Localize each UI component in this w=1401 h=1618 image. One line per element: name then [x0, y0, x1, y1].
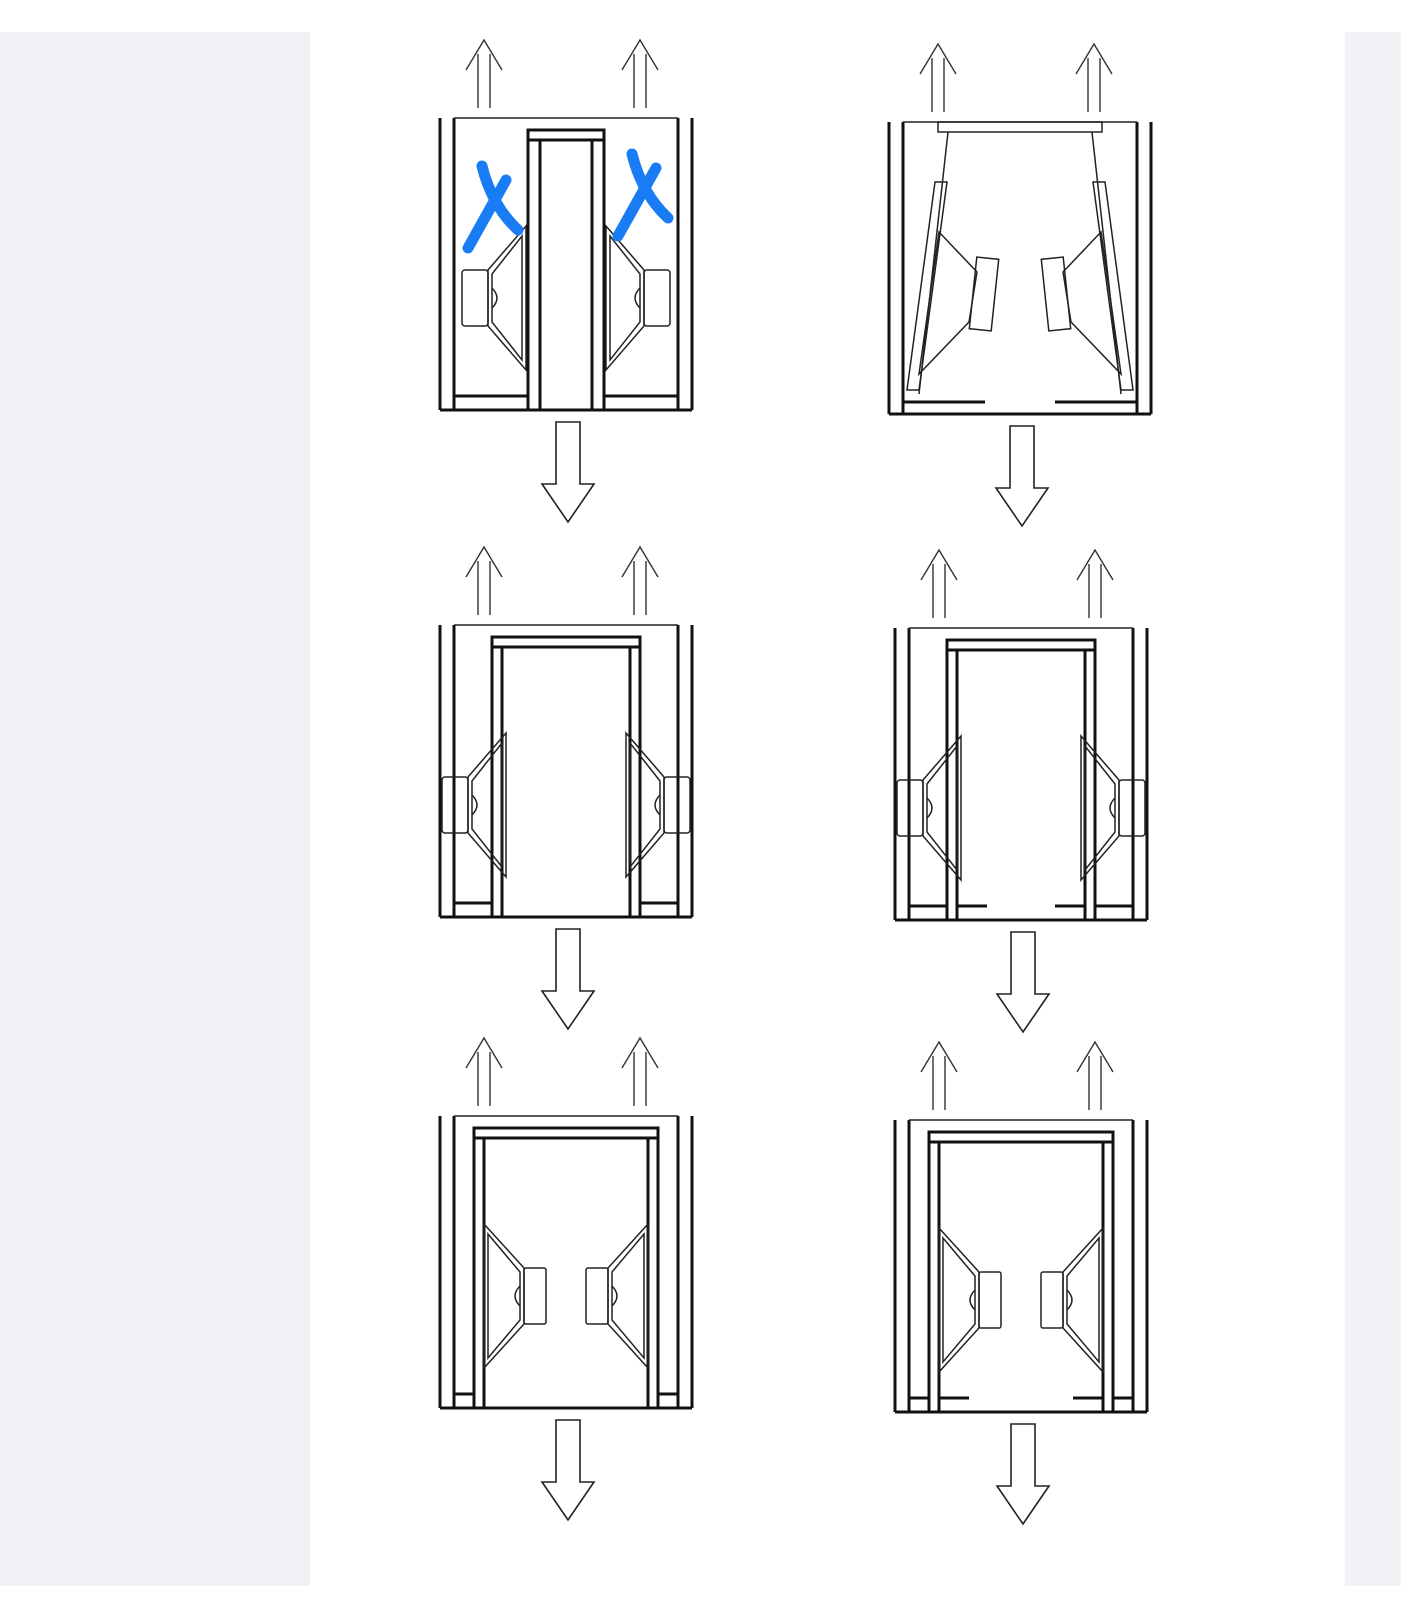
top-plate	[937, 121, 1103, 133]
down-arrow-icon	[996, 931, 1050, 1033]
x-stroke	[612, 162, 662, 242]
chamber-cap	[490, 635, 642, 649]
driver-icon	[625, 732, 691, 878]
enclosure-inward-drivers-gapped	[893, 1041, 1149, 1525]
blue-x-mark-icon	[462, 160, 524, 254]
enclosure-inward-drivers	[438, 1037, 694, 1521]
cone-right	[1062, 230, 1123, 377]
cone-left	[917, 230, 978, 377]
driver-icon	[441, 732, 507, 878]
enclosure-pipe-middle-outward-drivers	[438, 39, 694, 523]
up-arrow-icon	[621, 546, 659, 616]
angled-baffle-left	[906, 181, 948, 391]
up-arrow-icon	[621, 39, 659, 109]
diagram-canvas	[438, 39, 1153, 1525]
chamber-cap	[472, 1126, 660, 1140]
up-arrow-icon	[1076, 1041, 1114, 1111]
enclosure-angled-baffles	[887, 43, 1153, 527]
driver-icon	[1040, 1227, 1104, 1373]
up-arrow-icon	[465, 546, 503, 616]
enclosure-wide-chamber-outward-drivers-gapped	[893, 549, 1149, 1033]
up-arrow-icon	[465, 39, 503, 109]
down-arrow-icon	[995, 425, 1049, 527]
enclosure-wide-chamber-outward-drivers	[438, 546, 694, 1030]
driver-icon	[896, 735, 962, 881]
down-arrow-icon	[541, 928, 595, 1030]
right-gray-panel	[1345, 32, 1401, 1586]
down-arrow-icon	[996, 1423, 1050, 1525]
driver-icon	[605, 225, 671, 371]
chamber-cap	[945, 638, 1097, 652]
up-arrow-icon	[1076, 549, 1114, 619]
down-arrow-icon	[541, 421, 595, 523]
up-arrow-icon	[465, 1037, 503, 1107]
up-arrow-icon	[920, 1041, 958, 1111]
up-arrow-icon	[1075, 43, 1113, 113]
enclosure-diagram-figure	[310, 32, 1345, 1586]
blue-x-mark-icon	[612, 148, 674, 242]
x-stroke	[462, 174, 512, 254]
magnet-right	[1040, 256, 1072, 332]
driver-icon	[938, 1227, 1002, 1373]
pipe-cap	[526, 128, 606, 142]
driver-icon	[1080, 735, 1146, 881]
down-arrow-icon	[541, 1419, 595, 1521]
brace	[1091, 131, 1122, 395]
left-gray-panel	[0, 32, 310, 1586]
up-arrow-icon	[621, 1037, 659, 1107]
brace	[918, 131, 949, 395]
driver-icon	[585, 1223, 649, 1369]
chamber-cap	[927, 1130, 1115, 1144]
up-arrow-icon	[919, 43, 957, 113]
up-arrow-icon	[920, 549, 958, 619]
driver-icon	[483, 1223, 547, 1369]
angled-baffle-right	[1092, 181, 1134, 391]
magnet-left	[968, 256, 1000, 332]
